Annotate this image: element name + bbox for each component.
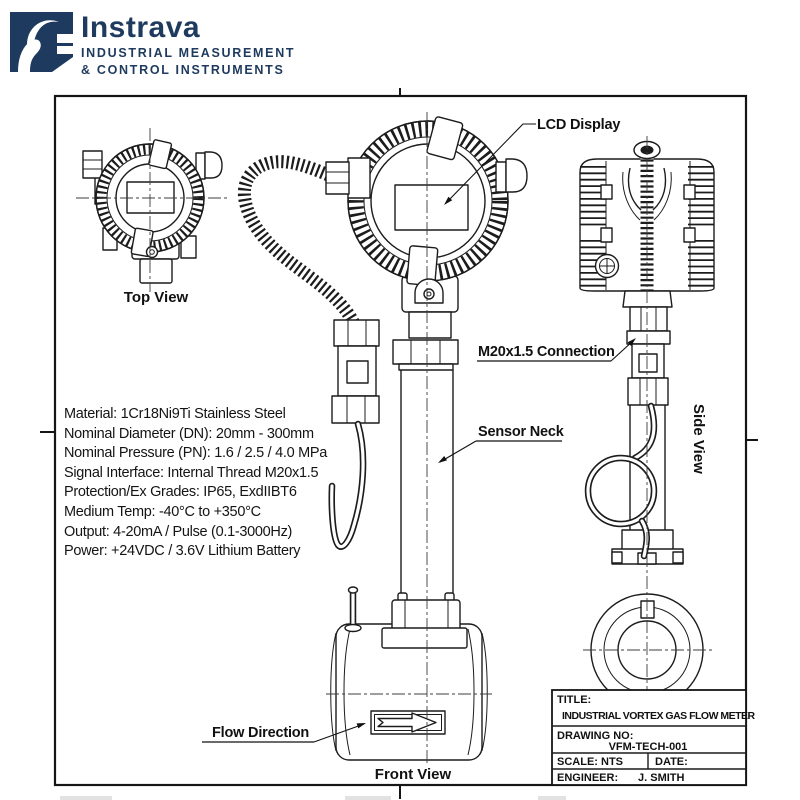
transmitter-head [325,116,528,304]
brand-tagline-2: & CONTROL INSTRUMENTS [81,63,285,77]
scale-label: SCALE: [557,756,598,768]
side-view: Side View [579,136,715,750]
flow-direction-arrow-icon [377,712,437,733]
top-view-lcd-window [126,181,175,214]
drawing-no-value: VFM-TECH-001 [609,741,688,753]
flexible-conduit [237,155,363,331]
leader-arrow-icon [356,723,366,729]
title-label: TITLE: [557,694,591,706]
spec-line: Nominal Pressure (PN): 1.6 / 2.5 / 4.0 M… [64,445,328,461]
callout-m20-connection: M20x1.5 Connection [477,338,636,362]
spec-block: Material: 1Cr18Ni9Ti Stainless Steel Nom… [64,406,329,559]
brand-logo: Instrava INDUSTRIAL MEASUREMENT & CONTRO… [10,12,295,77]
sight-glass [594,253,620,279]
spec-line: Medium Temp: -40°C to +350°C [64,504,261,520]
cable-body-entry [344,586,362,633]
callout-lcd-display: LCD Display [444,117,621,205]
bottom-crop-artifacts [60,796,566,800]
m20-connection-label: M20x1.5 Connection [478,344,615,360]
flow-direction-plate [370,710,446,735]
frame-centering-ticks [40,88,758,799]
m20-hex-nut [392,339,459,371]
top-view: Top View [76,128,229,306]
brand-name: Instrava [81,11,201,44]
spec-line: Output: 4-20mA / Pulse (0.1-3000Hz) [64,524,292,540]
sensor-neck-tube [400,370,454,612]
front-view: Front View [237,112,528,783]
spec-line: Signal Interface: Internal Thread M20x1.… [64,465,318,481]
signal-cable [328,420,367,550]
side-view-label: Side View [690,404,707,474]
leader-arrow-icon [444,196,453,205]
lcd-display-label: LCD Display [537,117,620,133]
flow-direction-label: Flow Direction [212,725,309,741]
cooling-fins [580,166,714,289]
brand-text: Instrava INDUSTRIAL MEASUREMENT & CONTRO… [81,11,296,78]
ibex-head-icon [10,12,73,72]
brand-tagline-1: INDUSTRIAL MEASUREMENT [81,46,296,60]
spec-line: Protection/Ex Grades: IP65, ExdIIBT6 [64,484,297,500]
date-label: DATE: [655,756,688,768]
callout-flow-direction: Flow Direction [202,723,366,743]
drawing-no-label: DRAWING NO: [557,730,633,742]
spec-line: Nominal Diameter (DN): 20mm - 300mm [64,426,314,442]
top-view-label: Top View [124,289,189,306]
engineer-label: ENGINEER: [557,772,618,784]
scale-value: NTS [601,756,623,768]
leader-arrow-icon [438,456,447,463]
front-view-label: Front View [375,766,452,783]
spec-line: Power: +24VDC / 3.6V Lithium Battery [64,543,301,559]
title-value: INDUSTRIAL VORTEX GAS FLOW METER [562,710,756,722]
side-cable-loop [584,402,658,560]
engineer-value: J. SMITH [638,772,685,784]
cable-gland [331,319,380,424]
callout-sensor-neck: Sensor Neck [438,424,565,463]
lcd-window [394,184,469,231]
spec-line: Material: 1Cr18Ni9Ti Stainless Steel [64,406,286,422]
sensor-neck-label: Sensor Neck [478,424,565,440]
leader-arrow-icon [627,338,636,346]
title-block: TITLE: INDUSTRIAL VORTEX GAS FLOW METER … [551,689,756,786]
